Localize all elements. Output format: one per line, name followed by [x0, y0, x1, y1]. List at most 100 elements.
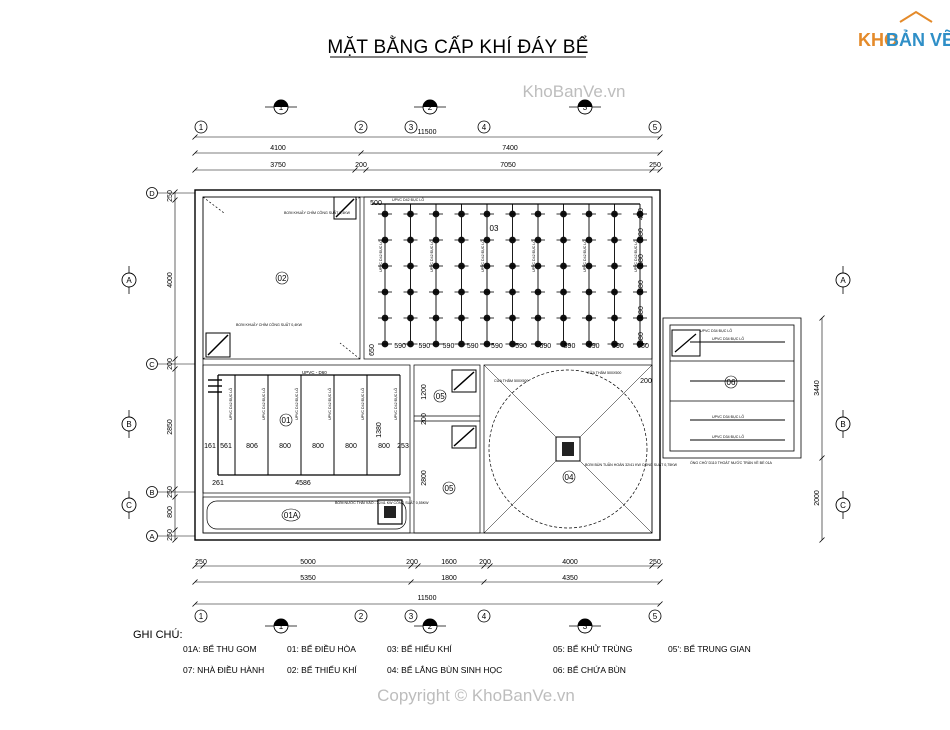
tank01-pipe-label: UPVC D42 ĐỤC LỖ	[294, 388, 299, 420]
dim-tick	[192, 134, 198, 140]
tank03-right-dim: 680	[638, 254, 645, 266]
section-top-marker-label: 2	[428, 103, 433, 112]
dim-top-r2-d: 250	[649, 162, 661, 169]
dim-bot-r1-d: 1600	[441, 559, 457, 566]
legend-item-07: 07: NHÀ ĐIỀU HÀNH	[183, 665, 264, 675]
grid-bottom-bubble-5	[648, 609, 662, 623]
section-right-marker-label: C	[840, 501, 846, 510]
section-left-marker-B	[121, 416, 137, 432]
label-tank-06-ring	[724, 375, 738, 389]
dim-tick	[657, 563, 663, 569]
tank03-col-dim: 590	[612, 343, 624, 350]
section-top-marker-fill	[578, 100, 592, 107]
label-tank-01-ring	[279, 413, 293, 427]
dim-04-right: 200	[640, 378, 652, 385]
grid-top-bubble-label: 2	[359, 123, 364, 132]
tank03-col-dim: 590	[515, 343, 527, 350]
dim-tick	[649, 563, 655, 569]
grid-top-bubble-1	[194, 120, 208, 134]
tank03-right-dim: 680	[638, 332, 645, 344]
grid-top-bubble-label: 1	[199, 123, 204, 132]
dim-tick	[200, 563, 206, 569]
tank01-pipe-label: UPVC D42 ĐỤC LỖ	[327, 388, 332, 420]
grid-top-bubble-2	[354, 120, 368, 134]
grid-bottom-bubble-label: 2	[359, 612, 364, 621]
dim-left-7: 250	[167, 529, 174, 541]
dim-tick	[481, 579, 487, 585]
grid-bottom-bubble-4	[477, 609, 491, 623]
tank03-right-dim: 680	[638, 228, 645, 240]
watermark-bottom: Copyright © KhoBanVe.vn	[377, 686, 575, 705]
legend-item-02: 02: BỂ THIẾU KHÍ	[287, 664, 357, 675]
dim-tick	[172, 356, 178, 362]
dim-left-1: 250	[167, 190, 174, 202]
label-pump-02b: BƠM KHUẤY CHÌM CÔNG SUẤT 0,4KW	[236, 322, 303, 327]
drawing-title: MẶT BẰNG CẤP KHÍ ĐÁY BỂ	[327, 36, 588, 58]
tank03-col-dim: 590	[539, 343, 551, 350]
legend-item-05: 05: BỂ KHỬ TRÙNG	[553, 643, 632, 654]
legend-item-01: 01: BỂ ĐIỀU HÒA	[287, 643, 356, 654]
dim-tick	[363, 167, 369, 173]
dim-tick	[657, 579, 663, 585]
tank-05-group	[413, 364, 481, 534]
tank03-col-dim: 590	[418, 343, 430, 350]
dim-05-c: 2800	[421, 470, 428, 486]
logo-part1: KHO	[858, 30, 898, 50]
label-tank-01: 01	[282, 416, 291, 425]
dim-bot-r2-b: 1800	[441, 575, 457, 582]
dim-top-overall: 11500	[418, 129, 437, 136]
section-bottom-marker-label: 3	[583, 622, 588, 631]
tank01-col-dim: 561	[220, 443, 232, 450]
dim-left-2: 4000	[167, 272, 174, 288]
feed-pump-01a-icon	[377, 499, 403, 525]
dim-left-6: 800	[167, 506, 174, 518]
dim-bot-overall: 11500	[418, 595, 437, 602]
section-right-marker-C	[835, 497, 851, 513]
section-bottom-marker-label: 1	[279, 622, 284, 631]
label-tank-05-ring	[442, 481, 456, 495]
dim-top-r2-a: 3750	[270, 162, 286, 169]
tank03-col-dim: 590	[588, 343, 600, 350]
watermark-top: KhoBanVe.vn	[522, 82, 625, 101]
dim-bot-r1-g: 250	[649, 559, 661, 566]
dim-tank01-bot-a: 261	[212, 480, 224, 487]
section-top-marker-fill	[423, 100, 437, 107]
section-left-marker-A	[121, 272, 137, 288]
dim-tick	[657, 601, 663, 607]
grid-bottom-bubble-1	[194, 609, 208, 623]
tank03-header-label: UPVC D42 ĐỤC LỖ	[392, 197, 424, 202]
grid-bottom-bubble-3	[404, 609, 418, 623]
tank-05p-box-icon	[451, 369, 477, 393]
dim-tick	[487, 563, 493, 569]
section-left-marker-label: A	[126, 276, 132, 285]
tank03-col-dim: 590	[564, 343, 576, 350]
grid-bottom-bubble-label: 3	[409, 612, 414, 621]
dim-tick	[657, 134, 663, 140]
tank03-right-dim: 680	[638, 280, 645, 292]
label-tank-01a: 01A	[284, 511, 299, 520]
aeration-diffuser-grid: UPVC D42 ĐỤC LỖ UPVC D42 ĐỤC LỖ UPVC D42 Đ…	[372, 197, 647, 348]
dim-left-3: 200	[167, 358, 174, 370]
label-tank-03: 03	[490, 224, 499, 233]
tank03-right-dim: 680	[638, 306, 645, 318]
dim-tick	[657, 150, 663, 156]
dim-tick	[819, 537, 825, 543]
label-tank-05p: 05'	[436, 392, 447, 401]
tank03-pipe-label: UPVC D42 ĐỤC LỖ	[531, 240, 536, 272]
grid-top-bubble-label: 4	[482, 123, 487, 132]
grid-bottom-bubble-label: 1	[199, 612, 204, 621]
legend-item-05p: 05': BỂ TRUNG GIAN	[668, 643, 751, 654]
dim-tank03-top: 500	[370, 200, 382, 207]
tank01-pipe-label: UPVC D42 ĐỤC LỖ	[393, 388, 398, 420]
tank03-col-dim: 590	[491, 343, 503, 350]
dim-top-r2-b: 200	[355, 162, 367, 169]
logo-part2: BẢN VẼ	[886, 29, 950, 50]
dim-tick	[172, 527, 178, 533]
section-top-marker-label: 1	[279, 103, 284, 112]
tank03-pipe-label: UPVC D42 ĐỤC LỖ	[378, 240, 383, 272]
